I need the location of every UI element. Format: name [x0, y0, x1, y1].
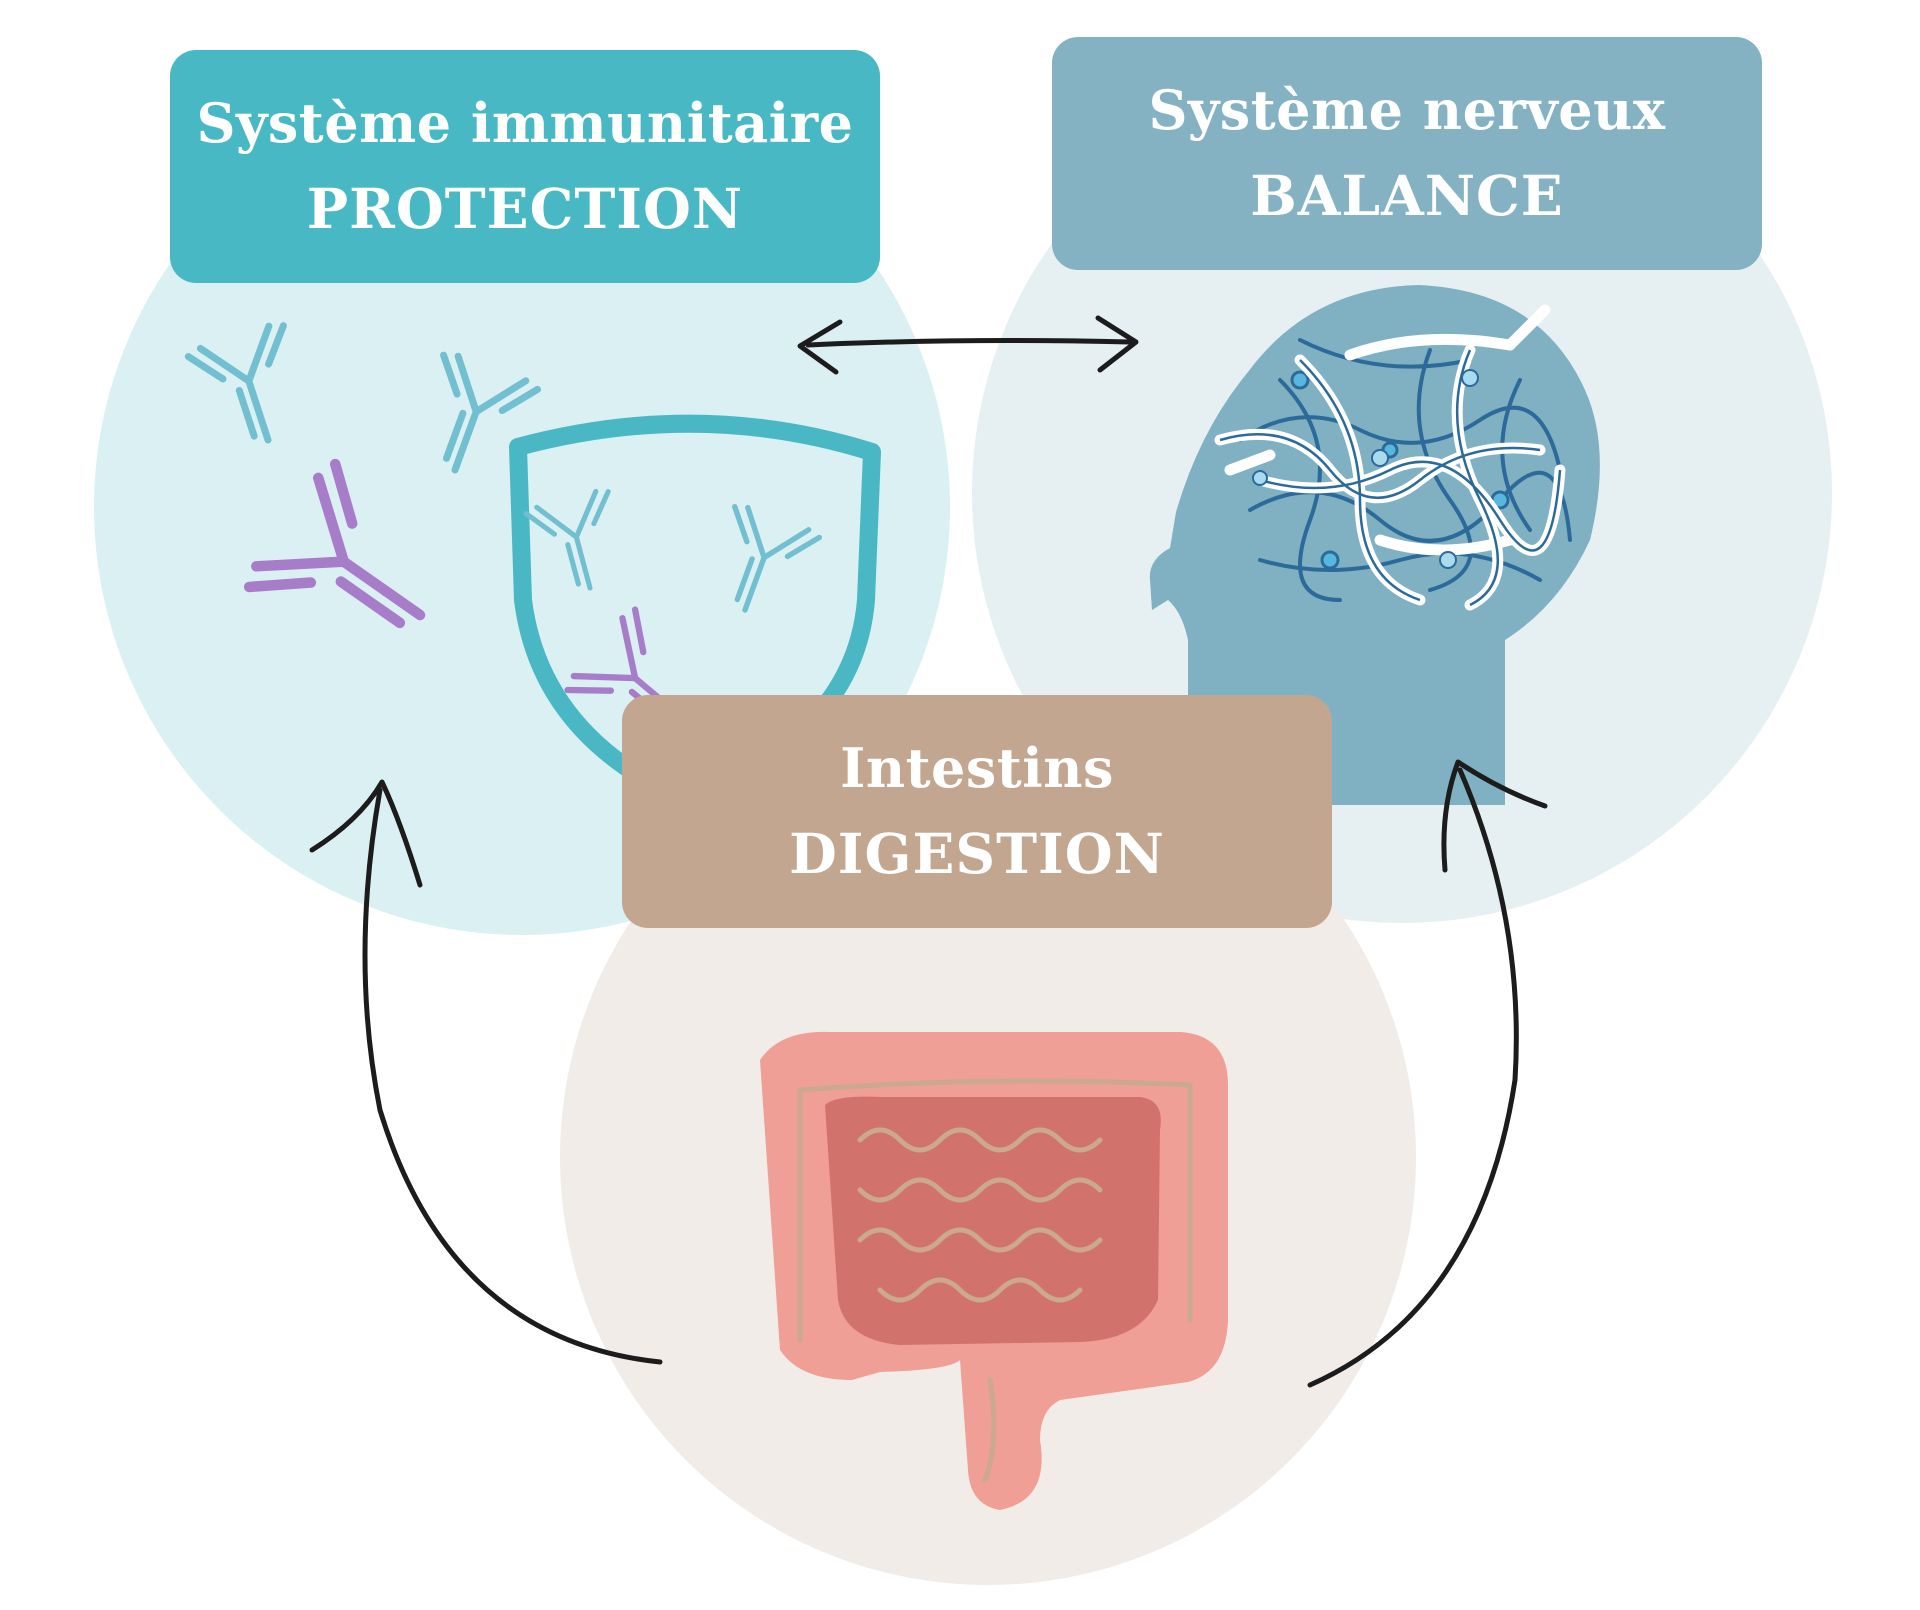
immune-system-box: Système immunitaire PROTECTION — [170, 50, 880, 283]
head-neurons-icon — [1149, 285, 1600, 805]
arrow-gut-immune — [309, 779, 663, 1365]
intestines-subtitle: DIGESTION — [789, 820, 1165, 886]
intestines-box: Intestins DIGESTION — [622, 695, 1332, 928]
immune-system-title: Système immunitaire — [196, 91, 854, 156]
nervous-system-subtitle: BALANCE — [1250, 162, 1564, 228]
intestines-icon — [760, 1031, 1228, 1510]
arrow-immune-nervous — [797, 315, 1139, 375]
nervous-system-title: Système nerveux — [1148, 78, 1666, 143]
intestines-title: Intestins — [840, 736, 1114, 801]
arrow-gut-nervous — [1307, 759, 1548, 1388]
immune-system-subtitle: PROTECTION — [306, 175, 744, 241]
nervous-system-box: Système nerveux BALANCE — [1052, 37, 1762, 270]
